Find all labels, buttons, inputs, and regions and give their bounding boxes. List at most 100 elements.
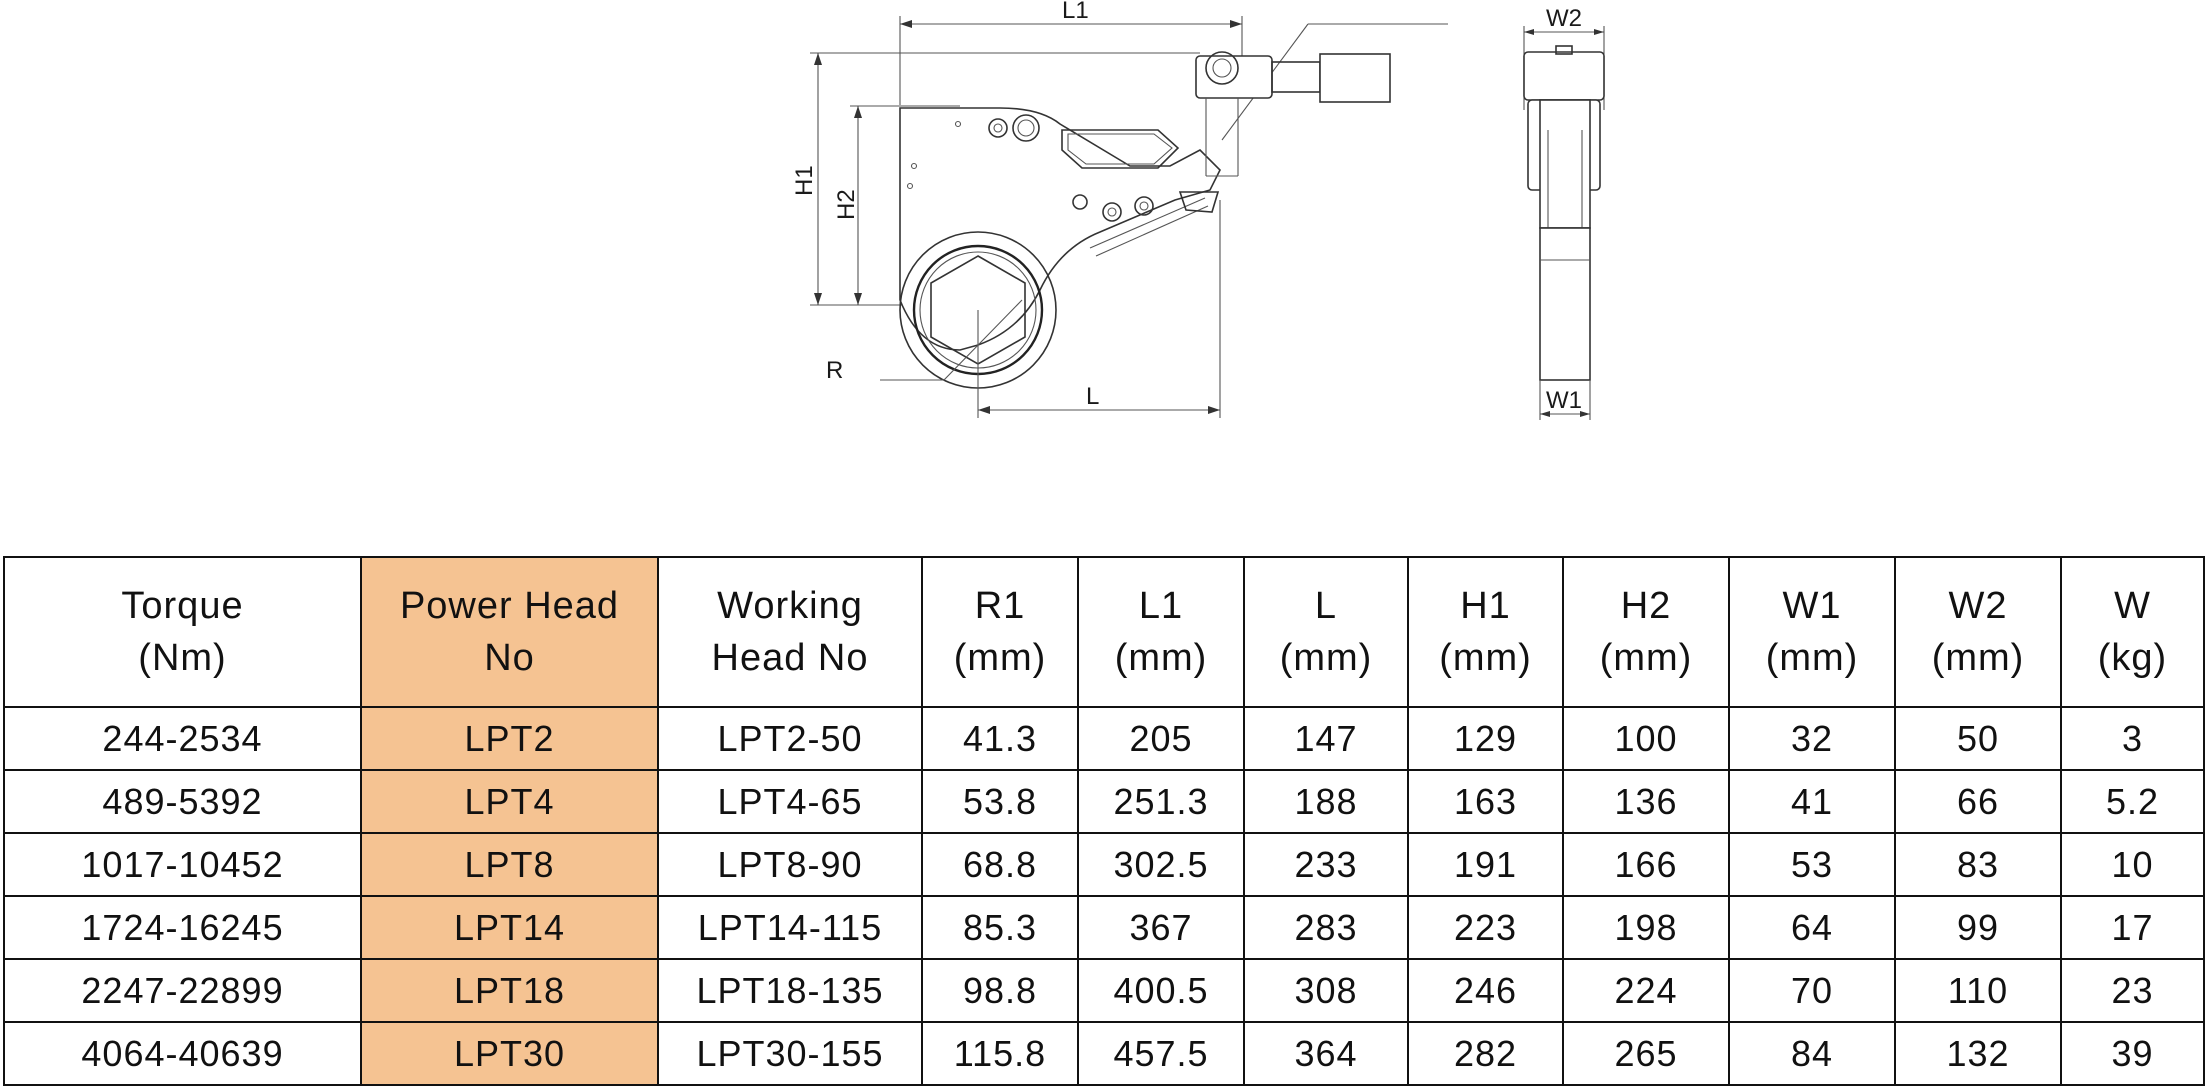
header-w2-line2: (mm) — [1931, 637, 2025, 679]
cell-w2: 99 — [1894, 895, 2062, 960]
cell-working-head: LPT18-135 — [657, 958, 923, 1023]
wrench-front-view: W2 W1 — [1523, 5, 1605, 420]
cell-w1: 64 — [1728, 895, 1896, 960]
header-w-line2: (kg) — [2097, 637, 2168, 679]
cell-power-head: LPT8 — [360, 832, 659, 897]
cell-h2: 198 — [1562, 895, 1730, 960]
header-h1-line2: (mm) — [1439, 637, 1532, 679]
table-row: 4064-40639 LPT30 LPT30-155 115.8 457.5 3… — [3, 1021, 2205, 1086]
cell-working-head: LPT4-65 — [657, 769, 923, 834]
cell-l: 233 — [1243, 832, 1409, 897]
cell-h1: 223 — [1407, 895, 1564, 960]
cell-working-head: LPT8-90 — [657, 832, 923, 897]
header-w1: W1 (mm) — [1728, 556, 1896, 708]
cell-w: 17 — [2060, 895, 2205, 960]
dim-label-l1: L1 — [1062, 0, 1089, 24]
cell-w2: 66 — [1894, 769, 2062, 834]
header-w1-line1: W1 — [1782, 585, 1842, 627]
cell-r1: 41.3 — [921, 706, 1079, 771]
header-h2: H2 (mm) — [1562, 556, 1730, 708]
cell-h2: 224 — [1562, 958, 1730, 1023]
table-row: 1724-16245 LPT14 LPT14-115 85.3 367 283 … — [3, 895, 2205, 960]
cell-w: 10 — [2060, 832, 2205, 897]
cell-working-head: LPT14-115 — [657, 895, 923, 960]
cell-h2: 136 — [1562, 769, 1730, 834]
cell-power-head: LPT30 — [360, 1021, 659, 1086]
header-power-head-line1: Power Head — [399, 585, 620, 627]
cell-power-head: LPT14 — [360, 895, 659, 960]
cell-h1: 246 — [1407, 958, 1564, 1023]
cell-h2: 166 — [1562, 832, 1730, 897]
cell-r1: 53.8 — [921, 769, 1079, 834]
cell-torque: 489-5392 — [3, 769, 362, 834]
cell-working-head: LPT2-50 — [657, 706, 923, 771]
header-h1: H1 (mm) — [1407, 556, 1564, 708]
cell-l: 308 — [1243, 958, 1409, 1023]
cell-l: 283 — [1243, 895, 1409, 960]
cell-l1: 400.5 — [1077, 958, 1245, 1023]
cell-h1: 191 — [1407, 832, 1564, 897]
header-h1-line1: H1 — [1460, 585, 1511, 627]
dim-label-h1: H1 — [791, 165, 818, 196]
cell-w2: 132 — [1894, 1021, 2062, 1086]
cell-torque: 2247-22899 — [3, 958, 362, 1023]
cell-w1: 84 — [1728, 1021, 1896, 1086]
cell-w: 23 — [2060, 958, 2205, 1023]
header-r1: R1 (mm) — [921, 556, 1079, 708]
cell-torque: 1017-10452 — [3, 832, 362, 897]
header-w1-line2: (mm) — [1765, 637, 1859, 679]
header-power-head: Power Head No — [360, 556, 659, 708]
cell-w2: 110 — [1894, 958, 2062, 1023]
header-torque: Torque (Nm) — [3, 556, 362, 708]
header-l1: L1 (mm) — [1077, 556, 1245, 708]
cell-h2: 265 — [1562, 1021, 1730, 1086]
table-row: 489-5392 LPT4 LPT4-65 53.8 251.3 188 163… — [3, 769, 2205, 834]
header-l: L (mm) — [1243, 556, 1409, 708]
cell-l1: 302.5 — [1077, 832, 1245, 897]
table-header-row: Torque (Nm) Power Head No Working Head N… — [3, 556, 2205, 708]
cell-w: 39 — [2060, 1021, 2205, 1086]
header-w-line1: W — [2114, 585, 2151, 627]
spec-table-container: Torque (Nm) Power Head No Working Head N… — [3, 556, 2205, 1086]
cell-l: 188 — [1243, 769, 1409, 834]
cell-r1: 98.8 — [921, 958, 1079, 1023]
cell-h1: 163 — [1407, 769, 1564, 834]
header-torque-line2: (Nm) — [138, 637, 227, 679]
cell-l1: 367 — [1077, 895, 1245, 960]
header-r1-line2: (mm) — [953, 637, 1047, 679]
spec-table: Torque (Nm) Power Head No Working Head N… — [3, 556, 2205, 1086]
header-working-head-line2: Head No — [711, 637, 869, 679]
header-r1-line1: R1 — [974, 585, 1026, 627]
cell-l1: 205 — [1077, 706, 1245, 771]
cell-working-head: LPT30-155 — [657, 1021, 923, 1086]
header-working-head: Working Head No — [657, 556, 923, 708]
dim-label-w1: W1 — [1546, 387, 1582, 414]
cell-w: 3 — [2060, 706, 2205, 771]
cell-power-head: LPT4 — [360, 769, 659, 834]
technical-drawing: L1 H1 H2 — [791, 0, 1605, 420]
cell-w1: 32 — [1728, 706, 1896, 771]
cell-r1: 115.8 — [921, 1021, 1079, 1086]
dim-label-l: L — [1086, 383, 1099, 410]
header-l1-line1: L1 — [1138, 585, 1184, 627]
cell-w1: 53 — [1728, 832, 1896, 897]
header-w: W (kg) — [2060, 556, 2205, 708]
header-h2-line2: (mm) — [1599, 637, 1693, 679]
header-working-head-line1: Working — [717, 585, 863, 627]
cell-w1: 70 — [1728, 958, 1896, 1023]
table-row: 244-2534 LPT2 LPT2-50 41.3 205 147 129 1… — [3, 706, 2205, 771]
cell-h1: 282 — [1407, 1021, 1564, 1086]
cell-r1: 85.3 — [921, 895, 1079, 960]
cell-w2: 50 — [1894, 706, 2062, 771]
cell-torque: 4064-40639 — [3, 1021, 362, 1086]
cell-power-head: LPT18 — [360, 958, 659, 1023]
cell-w2: 83 — [1894, 832, 2062, 897]
header-w2: W2 (mm) — [1894, 556, 2062, 708]
dim-label-r: R — [826, 357, 843, 384]
cell-l: 147 — [1243, 706, 1409, 771]
header-l-line2: (mm) — [1279, 637, 1373, 679]
cell-torque: 1724-16245 — [3, 895, 362, 960]
header-torque-line1: Torque — [121, 585, 244, 627]
cell-w: 5.2 — [2060, 769, 2205, 834]
cell-l1: 457.5 — [1077, 1021, 1245, 1086]
